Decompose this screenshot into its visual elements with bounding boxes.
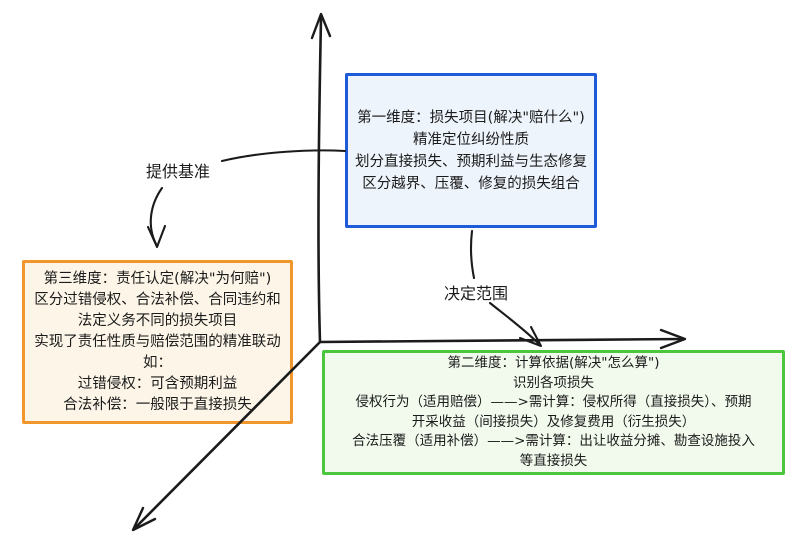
dimension-2-text-line: 等直接损失 xyxy=(519,452,588,469)
x-axis-right-arrow-icon xyxy=(659,328,687,350)
dimension-2-text-line: 侵权行为（适用赔偿）——>需计算：侵权所得（直接损失）、预期 xyxy=(355,394,752,410)
y-axis-line xyxy=(317,16,323,344)
dimension-3-text-line: 过错侵权：可含预期利益 xyxy=(77,375,238,392)
benchmark-connector-line xyxy=(220,149,347,163)
y-axis-up-arrow-icon xyxy=(310,12,332,40)
dimension-3-text-line: 如： xyxy=(143,354,172,371)
dimension-3-text-line: 实现了责任性质与赔偿范围的精准联动 xyxy=(34,333,281,350)
dimension-2-text-line: 识别各项损失 xyxy=(513,374,594,391)
dimension-3-box: 第三维度：责任认定(解决"为何赔") 区分过错侵权、合法补偿、合同违约和 法定义… xyxy=(22,260,293,424)
dimension-2-text-line: 第二维度：计算依据(解决"怎么算") xyxy=(447,355,660,371)
benchmark-arrow-down-icon xyxy=(146,224,167,249)
dimension-1-text-line: 划分直接损失、预期利益与生态修复 xyxy=(355,153,587,170)
scope-connector-line xyxy=(469,229,476,280)
dimension-3-text-line: 第三维度：责任认定(解决"为何赔") xyxy=(43,270,272,287)
scope-arrow-down-right-icon xyxy=(518,325,543,348)
provide-benchmark-label: 提供基准 xyxy=(146,162,211,181)
dimension-2-text-line: 开采收益（间接损失）及修复费用（衍生损失） xyxy=(411,413,696,430)
dimension-3-text-line: 法定义务不同的损失项目 xyxy=(77,312,238,329)
scope-arrow-line xyxy=(488,301,541,346)
dimension-1-text-line: 精准定位纠纷性质 xyxy=(413,131,529,148)
dimension-3-text-line: 合法补偿：一般限于直接损失 xyxy=(63,396,252,413)
dimension-1-text-line: 第一维度：损失项目(解决"赔什么") xyxy=(357,109,585,126)
z-axis-down-left-arrow-icon xyxy=(131,506,157,532)
determine-scope-label: 决定范围 xyxy=(444,284,509,303)
dimension-2-box: 第二维度：计算依据(解决"怎么算") 识别各项损失 侵权行为（适用赔偿）——>需… xyxy=(322,350,785,475)
dimension-3-text-line: 区分过错侵权、合法补偿、合同违约和 xyxy=(34,291,281,308)
dimension-2-text-line: 合法压覆（适用补偿）——>需计算：出让收益分摊、勘查设施投入 xyxy=(352,433,755,449)
benchmark-arrow-line xyxy=(149,186,164,246)
dimension-1-text-line: 区分越界、压覆、修复的损失组合 xyxy=(362,175,580,192)
x-axis-line xyxy=(318,337,685,344)
dimension-1-box: 第一维度：损失项目(解决"赔什么") 精准定位纠纷性质 划分直接损失、预期利益与… xyxy=(345,73,597,228)
